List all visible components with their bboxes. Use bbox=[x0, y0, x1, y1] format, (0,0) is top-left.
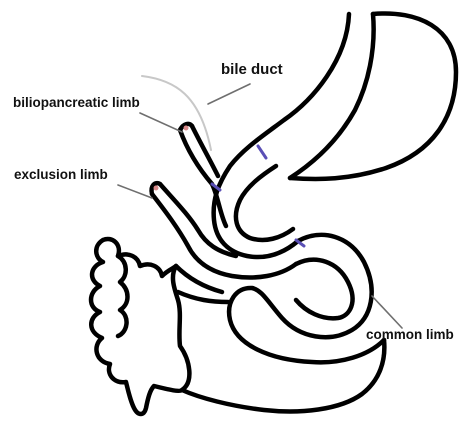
exclusion-limb-outline bbox=[152, 194, 296, 278]
leader-line-exclusion-limb bbox=[118, 185, 152, 198]
alimentary-limb-inner-wall bbox=[236, 166, 293, 240]
stump-mark-exclusion bbox=[154, 186, 159, 191]
label-bile-duct: bile duct bbox=[221, 62, 283, 77]
leader-line-biliopancreatic-limb bbox=[140, 113, 182, 132]
stomach-pouch-outline bbox=[214, 14, 349, 257]
label-common-limb: common limb bbox=[366, 328, 454, 342]
leader-line-common-limb bbox=[372, 296, 402, 328]
leader-line-bile-duct bbox=[208, 84, 250, 104]
common-limb-outer-descent bbox=[182, 340, 384, 411]
stomach-pouch-inner-wall bbox=[290, 14, 374, 178]
biliopancreatic-limb-inner-wall bbox=[192, 126, 218, 176]
common-limb-outer-loop bbox=[229, 235, 384, 362]
anastomosis-mark-upper bbox=[258, 146, 266, 158]
stump-mark-biliopancreatic bbox=[184, 126, 189, 131]
label-biliopancreatic-limb: biliopancreatic limb bbox=[13, 96, 140, 110]
common-limb-inner-loop bbox=[296, 260, 353, 319]
label-exclusion-limb: exclusion limb bbox=[14, 168, 108, 182]
